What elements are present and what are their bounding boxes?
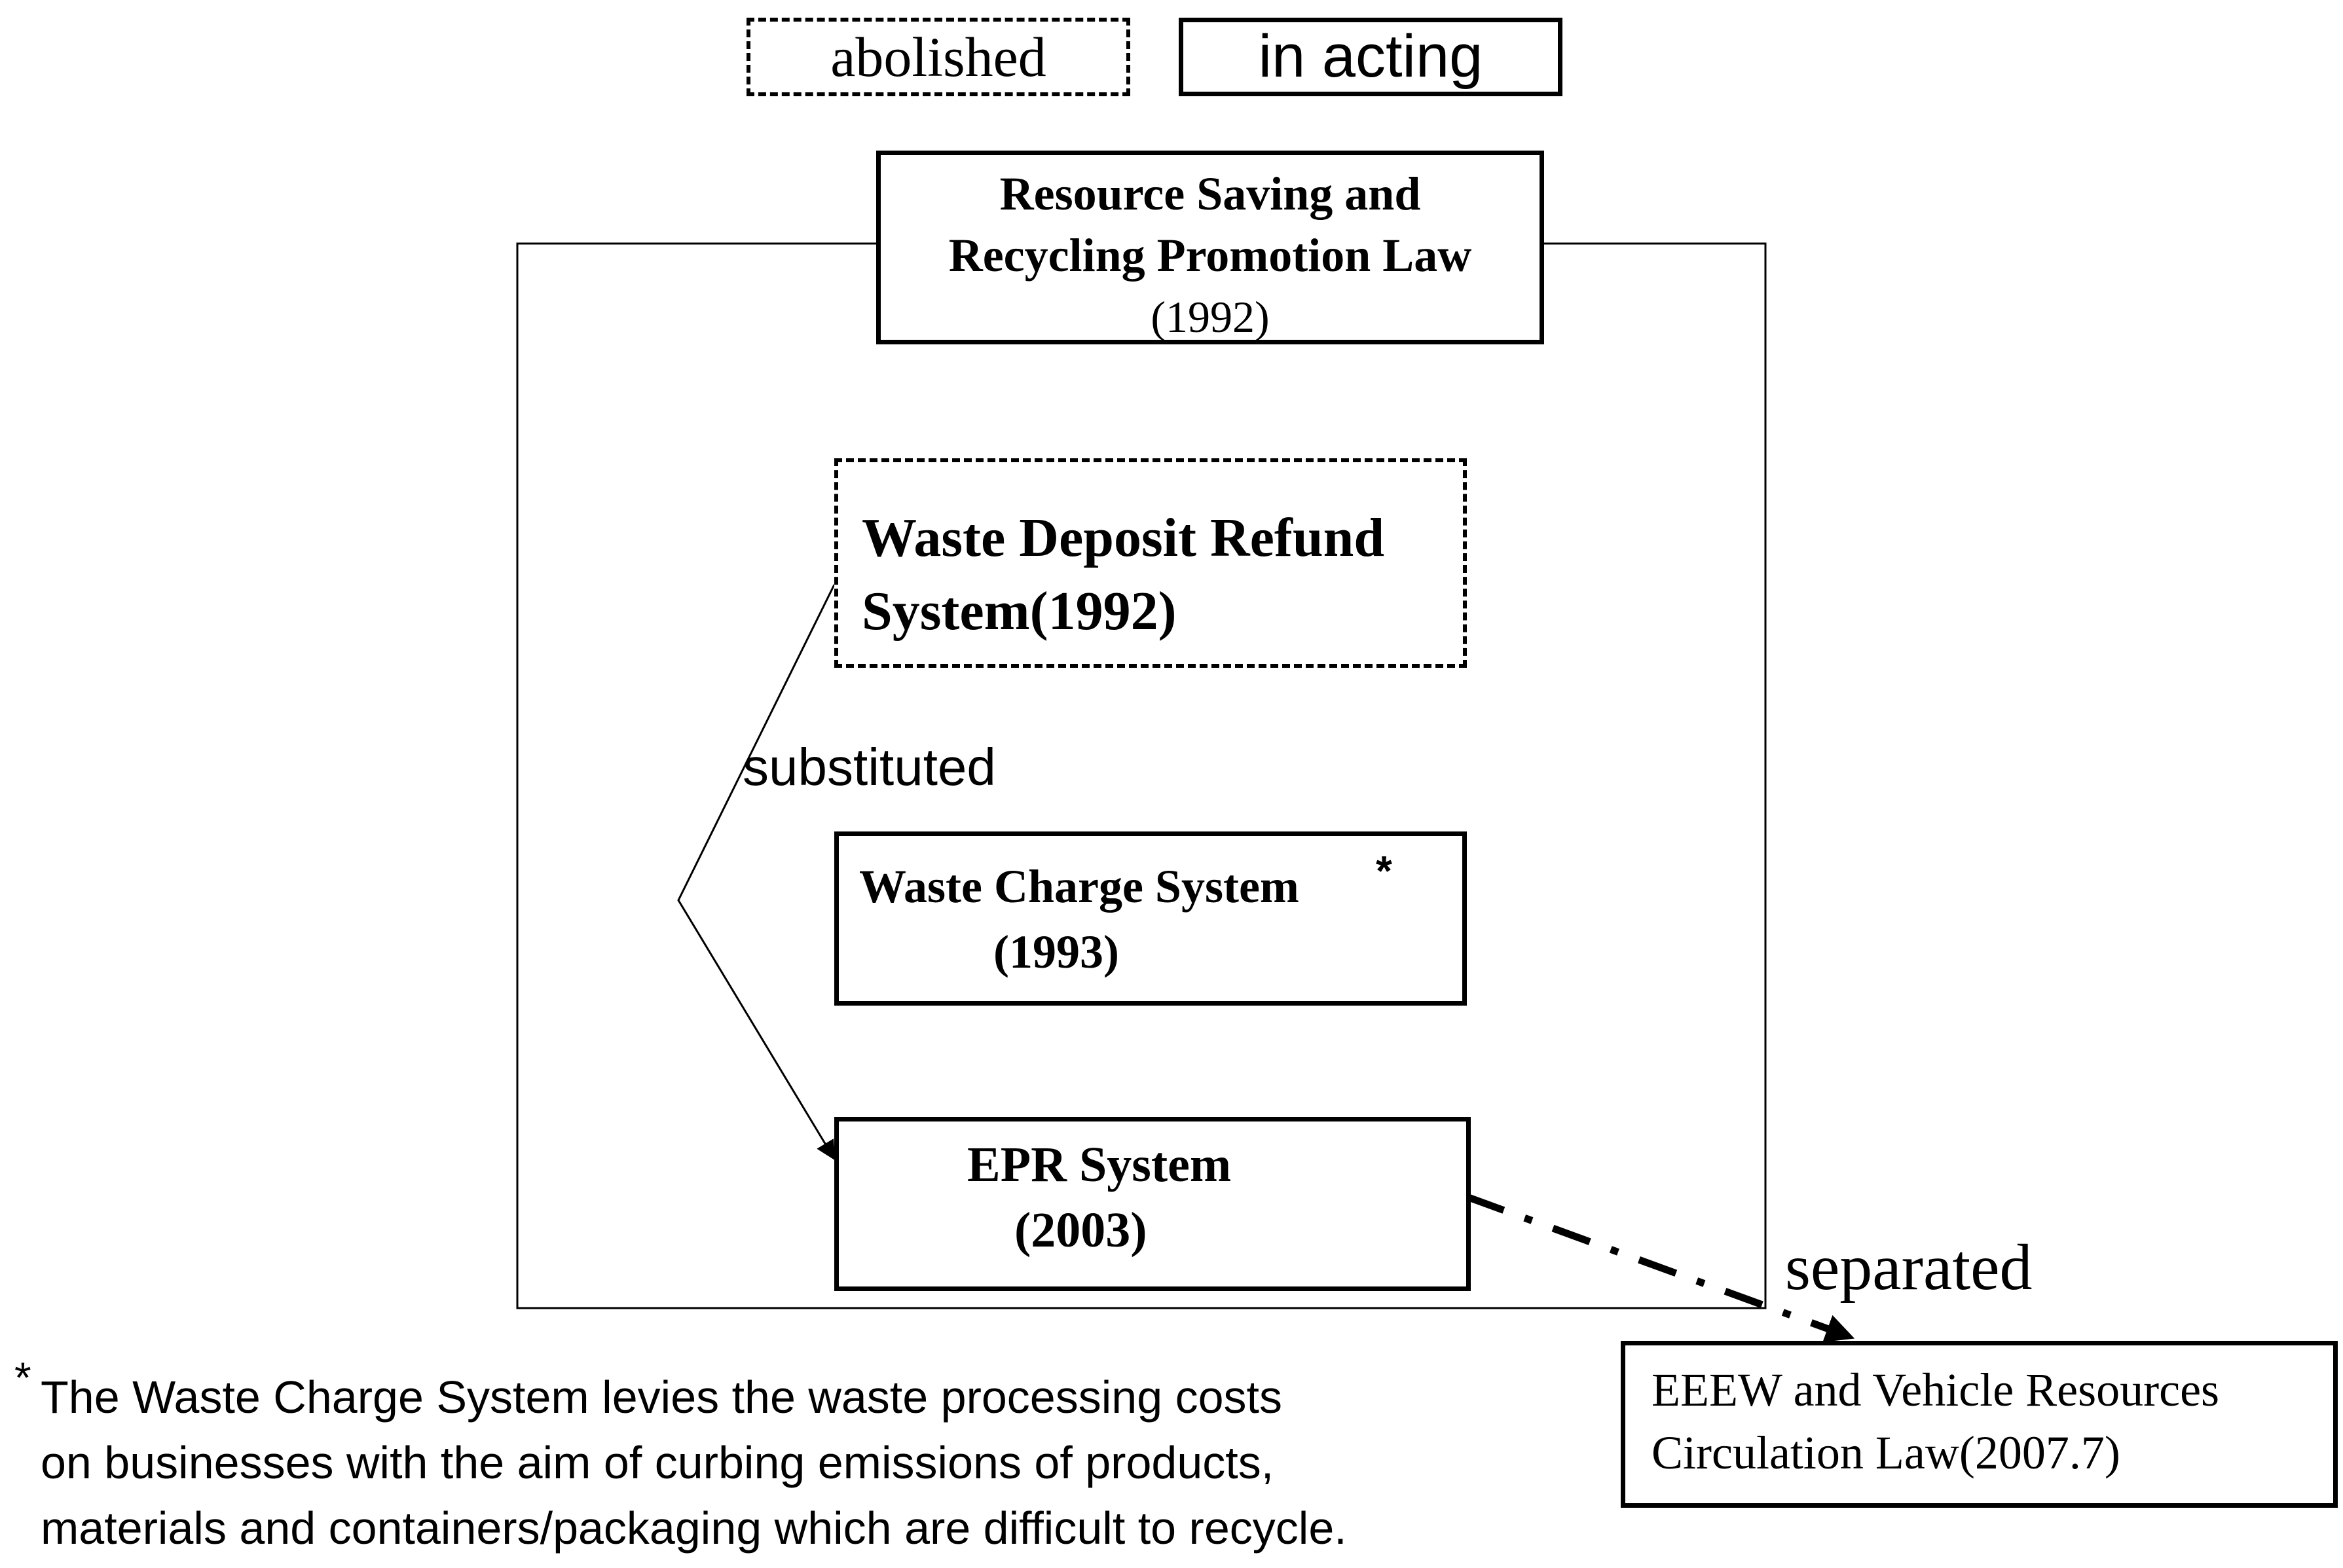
footnote-line2: on businesses with the aim of curbing em…: [41, 1437, 1274, 1488]
footnote-asterisk: *: [14, 1353, 31, 1402]
waste-charge-year: (1993): [993, 926, 1119, 978]
separated-connector: [1466, 1193, 1855, 1343]
legend-abolished-box: abolished: [747, 18, 1130, 96]
main-law-year: (1992): [1151, 292, 1270, 342]
footnote-line3: materials and containers/packaging which…: [41, 1503, 1347, 1554]
eeew-law-box: EEEW and Vehicle Resources Circulation L…: [1621, 1341, 2338, 1508]
footnote-text: The Waste Charge System levies the waste…: [41, 1364, 1347, 1561]
deposit-refund-line1: Waste Deposit Refund: [862, 507, 1385, 568]
epr-line1: EPR System: [967, 1137, 1232, 1192]
epr-year: (2003): [1014, 1203, 1147, 1258]
waste-charge-asterisk: *: [1376, 847, 1392, 894]
waste-charge-line1: Waste Charge System: [859, 860, 1299, 913]
legend-abolished-label: abolished: [830, 26, 1046, 88]
deposit-refund-line2: System(1992): [862, 581, 1177, 642]
epr-box: EPR System (2003): [834, 1117, 1471, 1291]
deposit-refund-box: Waste Deposit Refund System(1992): [834, 458, 1467, 668]
substituted-label: substituted: [743, 738, 996, 796]
eeew-law-line1: EEEW and Vehicle Resources: [1651, 1364, 2220, 1416]
main-law-title-line1: Resource Saving and: [999, 168, 1421, 220]
substituted-connector: [677, 584, 836, 1161]
main-law-box: Resource Saving and Recycling Promotion …: [876, 151, 1544, 344]
footnote-line1: The Waste Charge System levies the waste…: [41, 1372, 1282, 1423]
legend-in-acting-box: in acting: [1179, 18, 1562, 96]
legend-in-acting-label: in acting: [1258, 23, 1483, 90]
main-law-title-line2: Recycling Promotion Law: [948, 229, 1472, 282]
eeew-law-line2: Circulation Law(2007.7): [1651, 1427, 2120, 1479]
waste-charge-box: Waste Charge System * (1993): [834, 831, 1467, 1006]
separated-label: separated: [1785, 1231, 2033, 1304]
